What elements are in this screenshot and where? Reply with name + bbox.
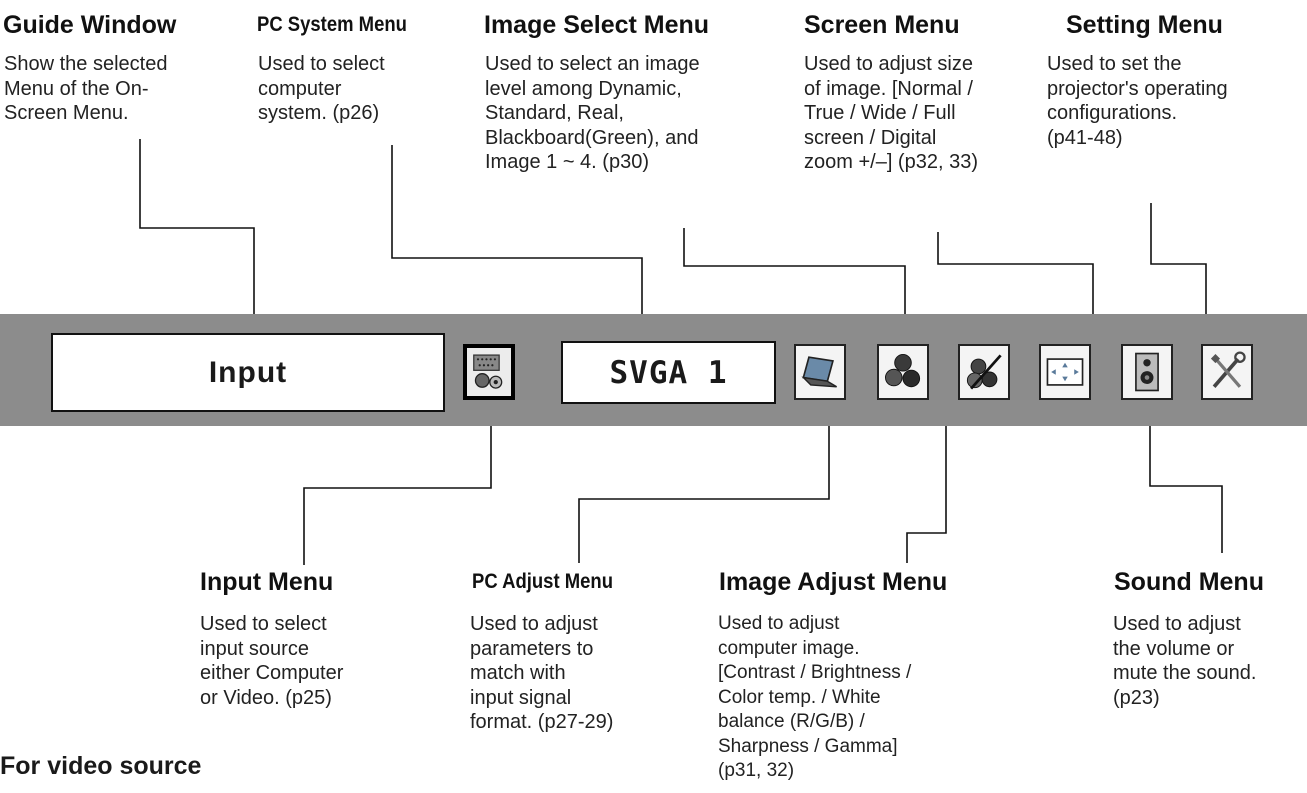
section-heading-video-source: For video source <box>0 752 202 780</box>
guide-window-box: Input <box>51 333 445 412</box>
setting-menu-desc: Used to set the projector's operating co… <box>1047 53 1228 149</box>
pc-system-menu-desc: Used to select computer system. (p26) <box>258 53 385 124</box>
image-adjust-menu-title: Image Adjust Menu <box>719 568 948 596</box>
pc-system-menu-title: PC System Menu <box>257 13 407 36</box>
leader-input <box>303 399 492 565</box>
leader-guide-window <box>139 139 255 334</box>
guide-window-desc: Show the selected Menu of the On- Screen… <box>4 53 168 124</box>
pc-adjust-laptop-icon[interactable] <box>794 344 846 400</box>
input-source-icon[interactable] <box>463 344 515 400</box>
sound-speaker-icon[interactable] <box>1121 344 1173 400</box>
leader-image-adjust <box>906 399 947 563</box>
leader-sound <box>1149 399 1223 553</box>
image-select-balls-icon[interactable] <box>877 344 929 400</box>
screen-size-icon[interactable] <box>1039 344 1091 400</box>
image-select-menu-desc: Used to select an image level among Dyna… <box>485 53 700 173</box>
pc-adjust-menu-title: PC Adjust Menu <box>472 570 613 593</box>
screen-menu-title: Screen Menu <box>804 11 960 39</box>
leader-pc-system <box>391 145 643 342</box>
leader-screen <box>937 232 1094 345</box>
pc-adjust-menu-desc: Used to adjust parameters to match with … <box>470 613 614 733</box>
leader-image-select <box>683 228 906 345</box>
sound-menu-desc: Used to adjust the volume or mute the so… <box>1113 613 1257 709</box>
image-select-menu-title: Image Select Menu <box>484 11 710 39</box>
setting-tools-icon[interactable] <box>1201 344 1253 400</box>
input-menu-title: Input Menu <box>200 568 334 596</box>
sound-menu-title: Sound Menu <box>1114 568 1264 596</box>
input-menu-desc: Used to select input source either Compu… <box>200 613 344 709</box>
setting-menu-title: Setting Menu <box>1066 11 1223 39</box>
guide-window-title: Guide Window <box>3 11 177 39</box>
pc-system-box[interactable]: SVGA 1 <box>561 341 776 404</box>
leader-setting <box>1150 203 1207 345</box>
screen-menu-desc: Used to adjust size of image. [Normal / … <box>804 53 978 173</box>
leader-pc-adjust <box>578 399 830 563</box>
image-adjust-palette-icon[interactable] <box>958 344 1010 400</box>
image-adjust-menu-desc: Used to adjust computer image. [Contrast… <box>718 613 912 781</box>
